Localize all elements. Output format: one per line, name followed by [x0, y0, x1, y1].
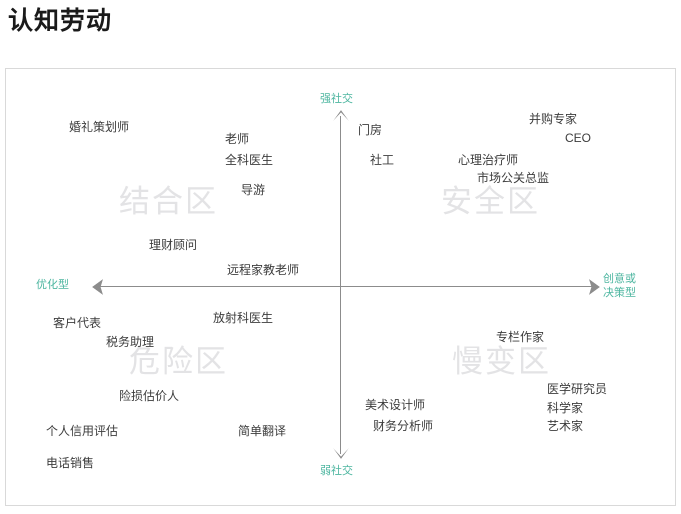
axis-label-right-line1: 创意或	[603, 273, 636, 285]
horizontal-axis-line	[99, 286, 596, 287]
data-point-label: 远程家教老师	[227, 263, 300, 277]
data-point-label: 导游	[241, 183, 266, 197]
data-point-label: 婚礼策划师	[69, 120, 130, 134]
data-point-label: 全科医生	[225, 153, 274, 167]
data-point-label: 客户代表	[53, 316, 102, 330]
data-point-label: 理财顾问	[149, 238, 198, 252]
data-point-label: 税务助理	[106, 335, 155, 349]
quadrant-watermark-bottom-left: 危险区	[129, 344, 228, 379]
data-point-label: CEO	[565, 131, 592, 145]
arrow-left-icon	[92, 279, 103, 295]
arrow-down-icon	[333, 448, 349, 459]
data-point-label: 艺术家	[547, 419, 584, 433]
data-point-label: 电话销售	[46, 456, 95, 470]
data-point-label: 老师	[225, 132, 250, 146]
page-title: 认知劳动	[8, 7, 113, 35]
axis-label-strong-social: 强社交	[320, 93, 353, 105]
quadrant-watermark-top-left: 结合区	[119, 184, 218, 219]
arrow-right-icon	[589, 279, 600, 295]
vertical-axis-line	[340, 116, 341, 454]
data-point-label: 财务分析师	[373, 419, 434, 433]
quadrant-watermark-top-right: 安全区	[441, 184, 540, 219]
quadrant-watermark-bottom-right: 慢变区	[452, 344, 551, 379]
data-point-label: 险损估价人	[119, 389, 180, 403]
data-point-label: 专栏作家	[496, 330, 545, 344]
axis-label-optimization-type: 优化型	[36, 279, 69, 291]
quadrant-chart: 强社交 弱社交 优化型 创意或 决策型 结合区 安全区 危险区 慢变区 婚礼策划…	[5, 68, 676, 506]
axis-label-right-line2: 决策型	[603, 286, 636, 299]
data-point-label: 门房	[358, 123, 383, 137]
data-point-label: 简单翻译	[238, 424, 287, 438]
data-point-label: 个人信用评估	[46, 424, 119, 438]
arrow-up-icon	[333, 110, 349, 121]
data-point-label: 科学家	[547, 401, 584, 415]
data-point-label: 心理治疗师	[458, 153, 519, 167]
data-point-label: 市场公关总监	[477, 171, 550, 185]
data-point-label: 并购专家	[529, 112, 578, 126]
data-point-label: 医学研究员	[547, 382, 608, 396]
data-point-label: 美术设计师	[365, 398, 426, 412]
axis-label-weak-social: 弱社交	[320, 465, 353, 477]
data-point-label: 社工	[370, 153, 395, 167]
axis-label-creative-decision-type: 创意或 决策型	[603, 273, 636, 301]
data-point-label: 放射科医生	[213, 311, 274, 325]
